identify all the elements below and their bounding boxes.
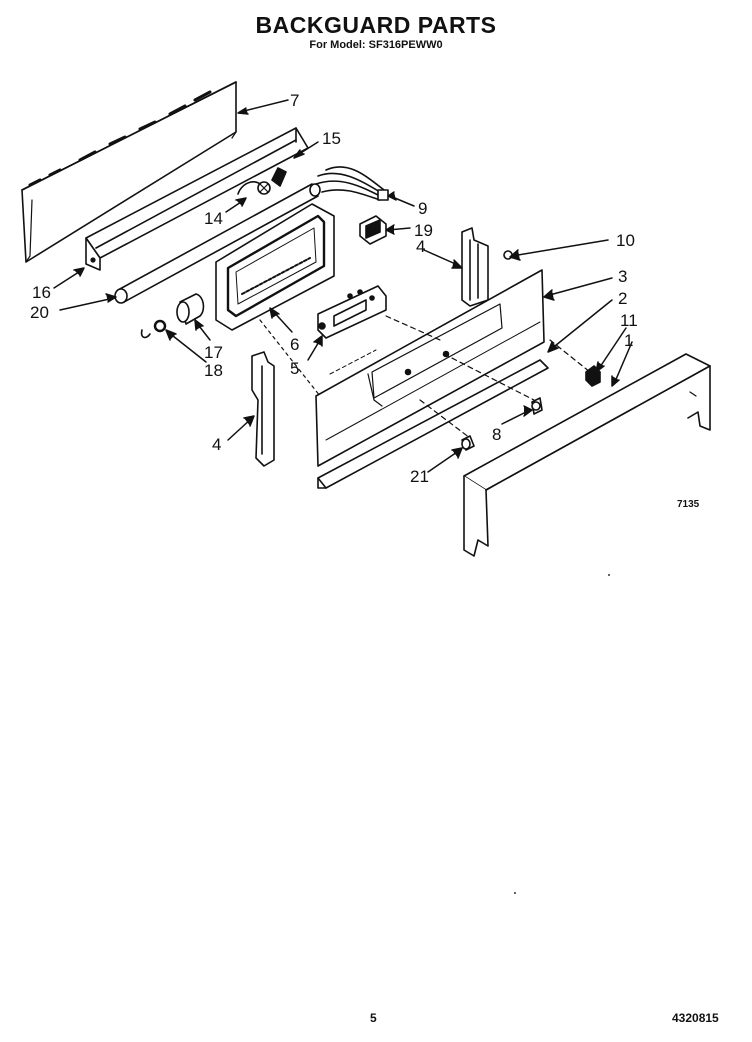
- callout-labels: 7 15 14 9 19 4 10 3 2 16 20 17 18 6 5 11…: [30, 91, 638, 486]
- part-1-end-cap: [463, 353, 711, 557]
- callout-2: 2: [618, 289, 627, 308]
- part-4-right-bracket: [461, 227, 489, 307]
- document-number: 4320815: [672, 1011, 719, 1025]
- part-19-block: [359, 215, 387, 245]
- figure-code: 7135: [677, 499, 700, 510]
- page-title: BACKGUARD PARTS: [255, 12, 497, 38]
- callout-11: 11: [620, 311, 638, 330]
- part-15-lamp-holder: [271, 167, 287, 187]
- callout-3: 3: [618, 267, 627, 286]
- callout-19: 19: [414, 221, 433, 240]
- speck: [514, 892, 516, 894]
- part-4-left-bracket: [251, 351, 275, 467]
- part-3-main-panel: [315, 269, 545, 467]
- callout-4-upper: 4: [416, 237, 425, 256]
- callout-18: 18: [204, 361, 223, 380]
- callout-20: 20: [30, 303, 49, 322]
- part-20-fluorescent-tube: [114, 183, 321, 304]
- part-18-clip: [140, 319, 167, 339]
- callout-14: 14: [204, 209, 223, 228]
- part-17-knob: [176, 293, 205, 325]
- callout-9: 9: [418, 199, 427, 218]
- model-subtitle: For Model: SF316PEWW0: [309, 39, 443, 51]
- part-9-wire-harness: [315, 166, 389, 201]
- part-8-knob: [531, 397, 543, 415]
- part-7-rear-panel: [21, 81, 237, 263]
- part-14-socket: [237, 181, 271, 195]
- leader-lines: [53, 99, 633, 473]
- callout-7: 7: [290, 91, 299, 110]
- part-21-screw: [461, 435, 475, 451]
- callout-16: 16: [32, 283, 51, 302]
- callout-10: 10: [616, 231, 635, 250]
- callout-6: 6: [290, 335, 299, 354]
- part-5-control-module: [317, 285, 387, 339]
- part-6-housing: [215, 203, 335, 331]
- part-2-trim-strip: [317, 359, 549, 489]
- speck: [608, 574, 610, 576]
- callout-4-lower: 4: [212, 435, 221, 454]
- callout-8: 8: [492, 425, 501, 444]
- callout-5: 5: [290, 359, 299, 378]
- page-number: 5: [370, 1011, 377, 1025]
- callout-15: 15: [322, 129, 341, 148]
- callout-21: 21: [410, 467, 429, 486]
- callout-17: 17: [204, 343, 223, 362]
- callout-1: 1: [624, 331, 633, 350]
